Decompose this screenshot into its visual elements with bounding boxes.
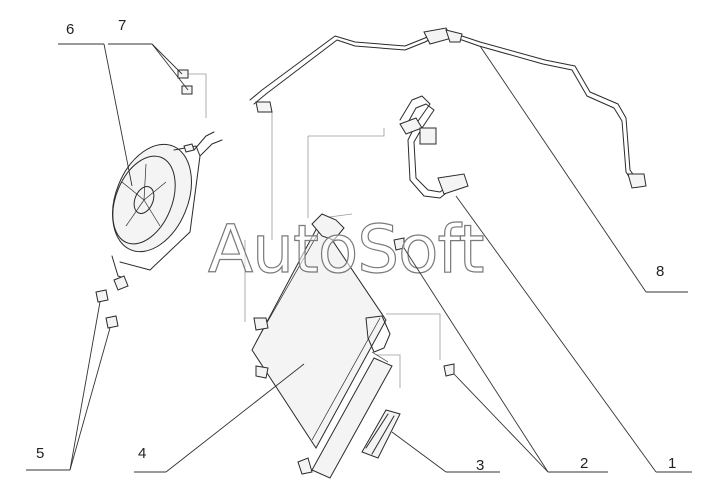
receiver-drier-cylinder [311,315,393,479]
part-8-ac-line-long [249,27,647,189]
callout-2: 2 [580,455,588,472]
part-5-rubber-mounts [95,289,119,329]
callout-labels: 1 2 3 4 5 6 7 8 [36,17,676,474]
part-3-filter-cartridge [361,409,401,459]
part-4-ac-condenser [251,213,387,475]
callout-4: 4 [138,445,146,462]
callout-6: 6 [66,21,74,38]
callout-8: 8 [656,263,664,280]
callout-5: 5 [36,445,44,462]
callout-7: 7 [118,17,126,34]
callout-leaders [26,43,692,473]
part-1-ac-hose [399,95,469,199]
part-6-cooling-fan [111,131,223,291]
callout-1: 1 [668,455,676,472]
watermark-text: AutoSoft [208,211,484,288]
callout-3: 3 [476,457,484,474]
